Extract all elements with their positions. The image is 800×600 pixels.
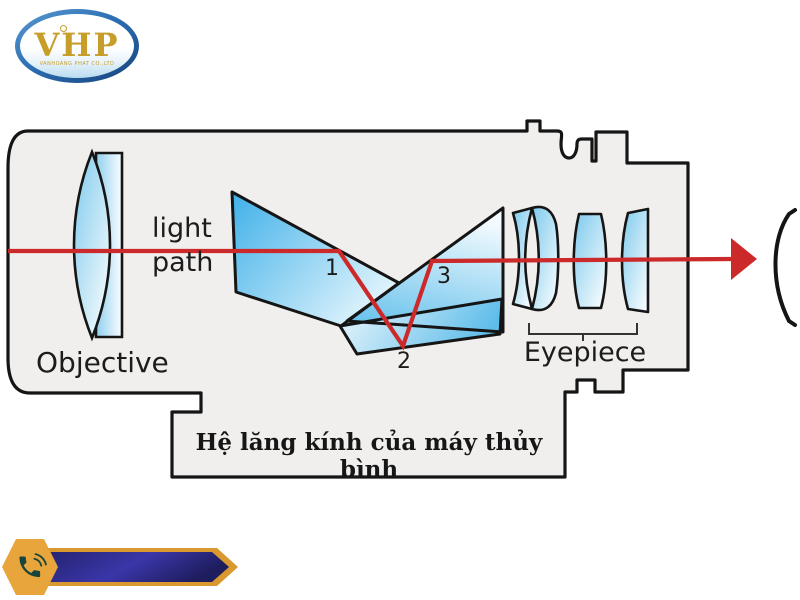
logo-brand-text: VHP [34,25,120,64]
prism-1 [232,192,399,326]
diagram-caption: Hệ lăng kính của máy thủy bình [195,429,543,483]
hotline-ribbon-graphic [2,539,238,595]
light-ray-arrowhead [731,238,757,280]
prism-3-label: 3 [437,264,451,289]
phone-badge-hexagon [2,539,58,595]
logo-pin-icon [60,25,67,32]
eyepiece-bracket [528,323,638,341]
objective-lens [72,148,124,342]
light-path-label: light path [152,213,214,278]
light-ray [8,248,734,351]
hotline-banner: Hotline: 0912.982.333 [0,533,260,600]
prism-3 [347,208,503,332]
prism-2-label: 2 [397,349,411,374]
ribbon-blue [44,552,229,582]
prism-1-label: 1 [325,256,339,281]
eye-arc [773,208,797,327]
brand-logo: VHP VANHOANG PHAT CO.,LTD [15,9,139,83]
eyepiece-label: Eyepiece [523,337,647,368]
phone-icon [19,553,47,578]
objective-label: Objective [36,346,169,379]
logo-company-text: VANHOANG PHAT CO.,LTD [39,60,115,67]
